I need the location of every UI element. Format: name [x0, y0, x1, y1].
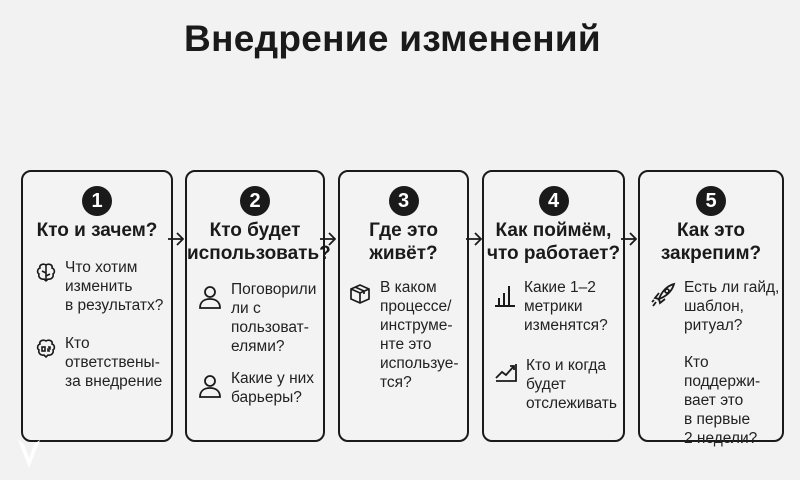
step-title: Кто будет использовать? — [187, 220, 331, 264]
list-item: Что хотим изменить в результатх? — [35, 258, 163, 315]
list-item: Какие у них барьеры? — [197, 369, 314, 407]
trend-chart-icon — [495, 364, 517, 382]
item-text: Что хотим изменить в результатх? — [65, 259, 164, 314]
step-number: 5 — [696, 186, 726, 216]
user-icon — [199, 375, 221, 398]
list-item: Какие 1–2 метрики изменятся? — [494, 278, 608, 335]
step-title: Кто и зачем? — [36, 220, 158, 241]
item-text: Кто поддержи- вает это в первые 2 недели… — [684, 354, 761, 447]
item-text: Кто и когда будет отслеживать — [526, 357, 617, 412]
step-number: 2 — [240, 186, 270, 216]
arrow-right-icon — [168, 232, 184, 246]
list-item: Есть ли гайд, шаблон, ритуал? — [650, 278, 779, 335]
arrow-right-icon — [621, 232, 637, 246]
step-number: 3 — [388, 186, 419, 216]
step-title: Как поймём, что работает? — [486, 220, 621, 264]
item-text: Кто ответствены- за внедрение — [65, 335, 163, 390]
arrow-right-icon — [320, 232, 336, 246]
step-number: 1 — [82, 186, 112, 216]
step-card-3: 3 Где это живёт? В каком процессе/ инстр… — [338, 170, 469, 442]
list-item: Кто поддержи- вает это в первые 2 недели… — [684, 353, 760, 448]
step-title: Где это живёт? — [369, 220, 438, 264]
item-text: Какие у них барьеры? — [231, 370, 315, 406]
step-card-4: 4 Как поймём, что работает? Какие 1–2 ме… — [482, 170, 625, 442]
box-icon — [350, 284, 370, 304]
list-item: Кто и когда будет отслеживать — [494, 356, 617, 413]
step-card-5: 5 Как это закрепим? Есть ли гайд, шаблон… — [638, 170, 784, 447]
item-text: Поговорили ли с пользоват- елями? — [231, 281, 317, 355]
step-title: Как это закрепим? — [660, 220, 762, 264]
list-item: Поговорили ли с пользоват- елями? — [197, 280, 316, 356]
brain-icon — [36, 339, 56, 359]
bar-chart-icon — [495, 286, 515, 307]
step-number: 4 — [538, 186, 569, 216]
item-text: Есть ли гайд, шаблон, ритуал? — [684, 279, 780, 334]
list-item: В каком процессе/ инструме- нте это испо… — [348, 278, 459, 392]
user-icon — [199, 286, 221, 309]
item-text: Какие 1–2 метрики изменятся? — [524, 279, 608, 334]
item-text: В каком процессе/ инструме- нте это испо… — [380, 279, 459, 391]
step-card-2: 2 Кто будет использовать? Поговорили ли … — [185, 170, 331, 442]
arrow-right-icon — [466, 232, 482, 246]
step-card-1: 1 Кто и зачем? Что хотим изменить в резу… — [21, 170, 173, 442]
logo-watermark-icon — [18, 440, 40, 468]
list-item: Кто ответствены- за внедрение — [35, 334, 162, 391]
brain-icon — [36, 263, 56, 282]
page-title: Внедрение изменений — [184, 18, 601, 59]
rocket-icon — [651, 282, 676, 307]
